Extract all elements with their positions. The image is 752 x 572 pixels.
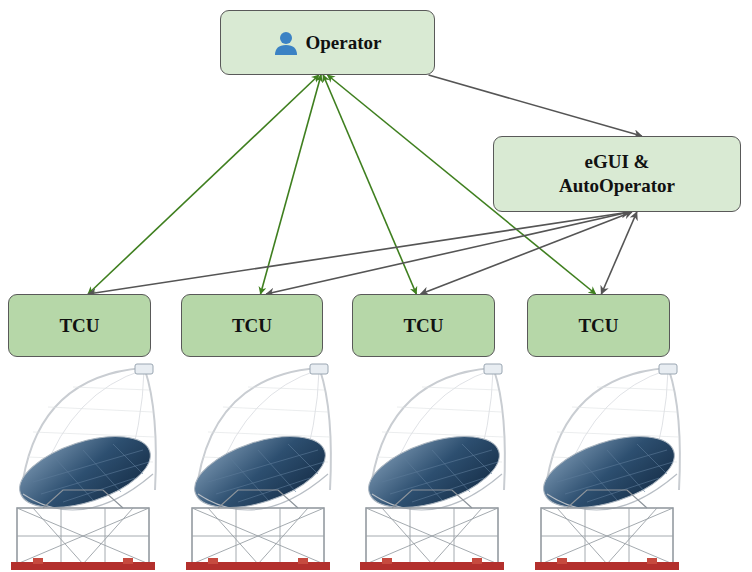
text-column: Operator <box>306 31 382 55</box>
text-column: eGUI & AutoOperator <box>537 150 697 198</box>
node-label: TCU <box>578 314 618 338</box>
software-arrow <box>601 212 636 294</box>
node-label: Operator <box>306 31 382 55</box>
node-label: eGUI & AutoOperator <box>537 150 697 198</box>
control-arrow <box>88 75 319 294</box>
text-column: TCU <box>59 314 99 338</box>
software-box: eGUI & AutoOperator <box>493 136 741 212</box>
node-label: TCU <box>403 314 443 338</box>
software-arrow <box>429 75 642 136</box>
text-column: TCU <box>578 314 618 338</box>
software-arrow <box>421 212 632 294</box>
software-arrow <box>266 212 629 294</box>
text-column: TCU <box>403 314 443 338</box>
operator-box: Operator <box>220 10 435 75</box>
node-label: TCU <box>232 314 272 338</box>
control-arrow <box>323 75 416 294</box>
tcu-box: TCU <box>527 294 670 357</box>
person-icon <box>274 31 298 55</box>
text-column: TCU <box>232 314 272 338</box>
software-arrow <box>88 212 629 294</box>
tcu-box: TCU <box>181 294 323 357</box>
tcu-box: TCU <box>352 294 495 357</box>
node-label: TCU <box>59 314 99 338</box>
control-arrow <box>261 75 322 294</box>
tcu-box: TCU <box>8 294 151 357</box>
